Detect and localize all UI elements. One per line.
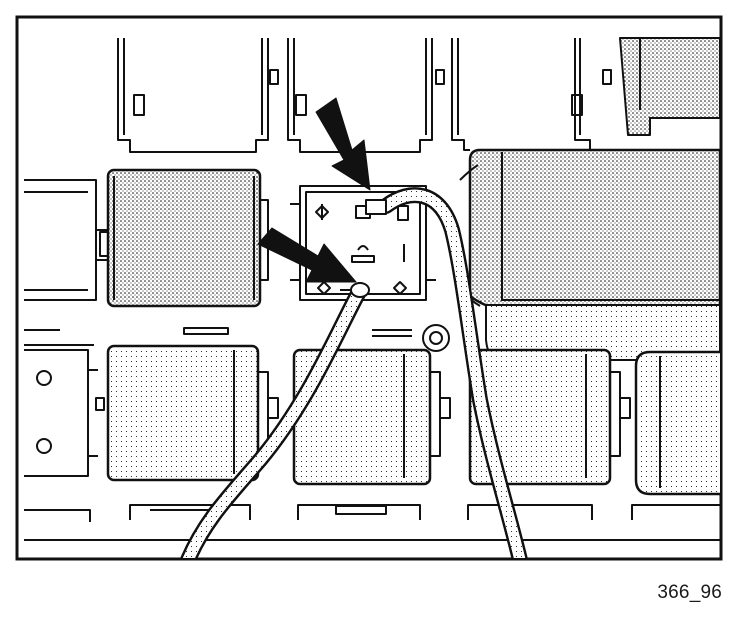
measuring-probe-cable bbox=[180, 187, 528, 558]
arrow-icon bbox=[315, 97, 371, 191]
socket-rails bbox=[24, 324, 450, 352]
relay-large-right bbox=[459, 148, 720, 361]
figure-caption: 366_96 bbox=[657, 582, 722, 603]
relay-left-middle bbox=[24, 168, 269, 308]
arrow-icon bbox=[257, 227, 357, 283]
top-relay-sockets bbox=[117, 37, 720, 153]
bottom-relay-row bbox=[24, 344, 720, 541]
